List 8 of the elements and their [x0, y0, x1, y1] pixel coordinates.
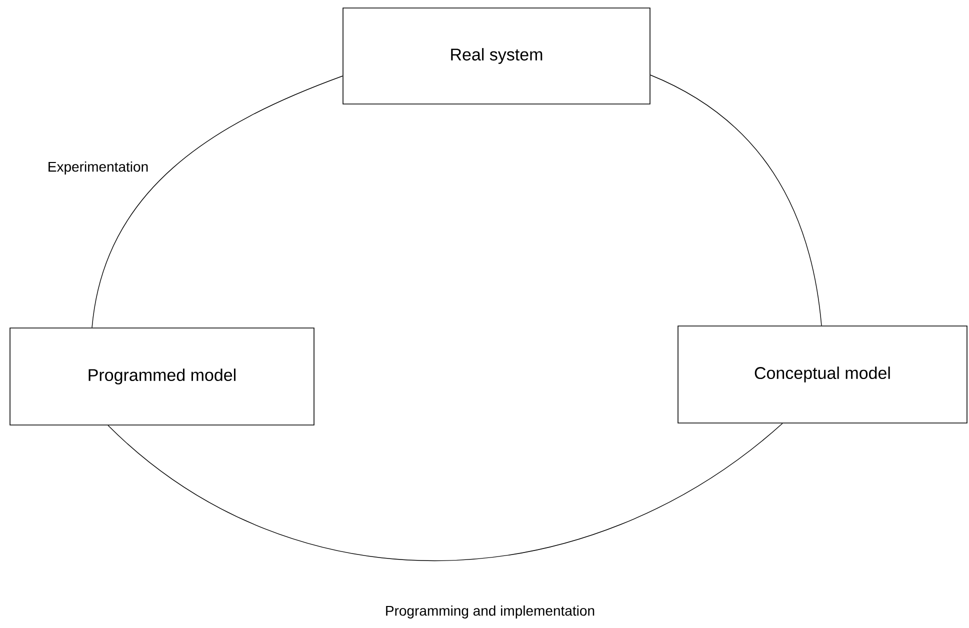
connector-line: [92, 76, 343, 328]
edge-label: Experimentation: [46, 160, 150, 176]
connector-line: [108, 423, 783, 562]
process-box: Conceptual model: [678, 326, 968, 424]
edge-label: Programming and implementation: [384, 604, 596, 620]
process-box: Programmed model: [10, 328, 314, 426]
process-box: Real system: [342, 8, 650, 104]
connector-line: [650, 74, 822, 326]
